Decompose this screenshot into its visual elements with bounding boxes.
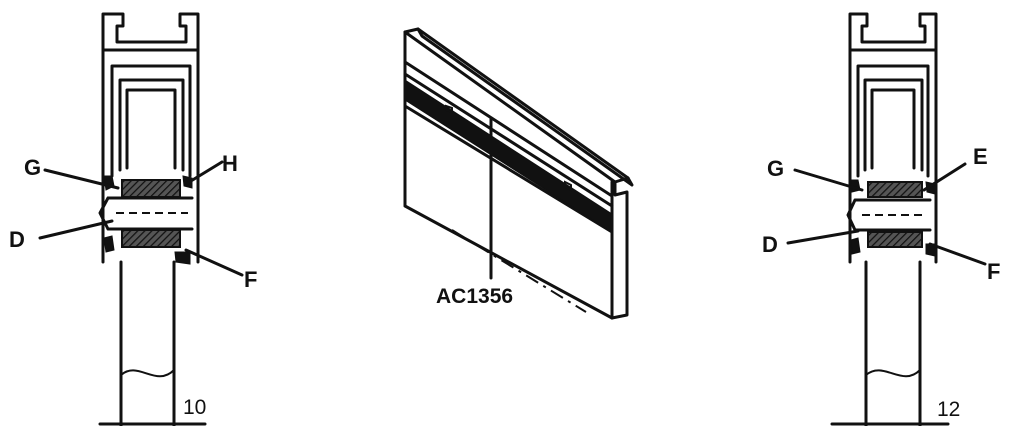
right-clip-lower	[850, 237, 861, 255]
left-leader-d	[38, 219, 114, 240]
part-number-label: AC1356	[436, 285, 513, 308]
right-lower-shaft	[864, 260, 922, 426]
part-slot-left	[445, 104, 453, 114]
left-clip-lower	[103, 235, 115, 253]
right-seal-upper	[867, 181, 923, 198]
right-profile-outer-wall	[848, 48, 938, 264]
part-top-edge	[416, 27, 634, 187]
left-leader-f	[184, 248, 244, 277]
right-callout-g: G	[767, 156, 784, 181]
left-shaft-break	[120, 369, 175, 378]
left-callout-f: F	[244, 267, 257, 292]
right-profile-inner-wall	[856, 64, 930, 178]
left-profile-inner-wall	[110, 64, 192, 178]
left-leader-h	[184, 160, 224, 186]
left-section-view: G D H F 10	[9, 12, 257, 426]
right-spacer-tube	[846, 198, 932, 232]
left-glass-panel	[118, 78, 185, 172]
part-right-end	[610, 180, 629, 320]
right-dimension-label: 12	[937, 398, 960, 421]
right-seal-lower	[867, 231, 923, 248]
left-seal-upper	[121, 179, 181, 198]
right-callout-f: F	[987, 259, 1000, 284]
left-leader-g	[43, 168, 120, 190]
left-callout-d: D	[9, 227, 25, 252]
right-shaft-break	[865, 369, 921, 378]
center-part-isometric: AC1356	[403, 27, 634, 320]
right-callout-e: E	[973, 144, 988, 169]
right-leader-e	[922, 162, 967, 192]
part-center-dash	[451, 229, 587, 313]
part-groove-lower	[403, 72, 614, 208]
left-dimension-label: 10	[183, 396, 206, 419]
right-callout-d: D	[762, 232, 778, 257]
part-slot-right	[564, 180, 572, 192]
part-groove-band	[404, 79, 613, 233]
left-profile-top-channel	[101, 12, 200, 52]
left-lower-shaft	[119, 260, 176, 426]
right-profile-top-channel	[848, 12, 938, 52]
right-glass-panel	[863, 78, 924, 172]
right-leader-f	[928, 242, 987, 266]
part-lower-face	[403, 104, 614, 320]
left-clip-right-lower	[174, 251, 191, 265]
right-leader-g	[793, 168, 864, 192]
left-seal-lower	[121, 229, 181, 248]
right-section-view: G D E F 12	[762, 12, 1000, 426]
left-callout-h: H	[222, 151, 238, 176]
part-groove-upper	[403, 60, 614, 198]
left-callout-g: G	[24, 155, 41, 180]
right-leader-d	[786, 229, 860, 245]
left-profile-outer-wall	[101, 48, 200, 264]
